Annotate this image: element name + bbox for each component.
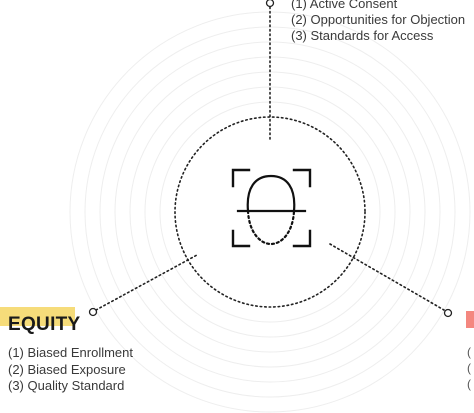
consent-list: (1) Active Consent (2) Opportunities for… (291, 0, 465, 44)
equity-item: (1) Biased Enrollment (8, 345, 133, 360)
connector-right (329, 243, 445, 311)
equity-item: (3) Quality Standard (8, 378, 125, 393)
right-list-item: ( (467, 345, 471, 359)
face-scan-icon (231, 168, 312, 248)
equity-highlight (0, 307, 75, 326)
equity-title: EQUITY (8, 314, 81, 335)
consent-item: (3) Standards for Access (291, 28, 434, 43)
consent-item: (1) Active Consent (291, 0, 398, 11)
equity-list: (1) Biased Enrollment (2) Biased Exposur… (8, 345, 133, 395)
endpoint-top (265, 0, 275, 8)
connector-left (95, 254, 198, 311)
right-list-item: ( (467, 377, 471, 391)
endpoint-right (443, 308, 453, 318)
right-list-fragment: ( ( ( (467, 345, 474, 393)
consent-item: (2) Opportunities for Objection (291, 12, 466, 27)
right-section-tab (466, 311, 474, 328)
endpoint-left (88, 307, 98, 317)
equity-item: (2) Biased Exposure (8, 361, 126, 377)
right-list-item: ( (467, 361, 471, 375)
